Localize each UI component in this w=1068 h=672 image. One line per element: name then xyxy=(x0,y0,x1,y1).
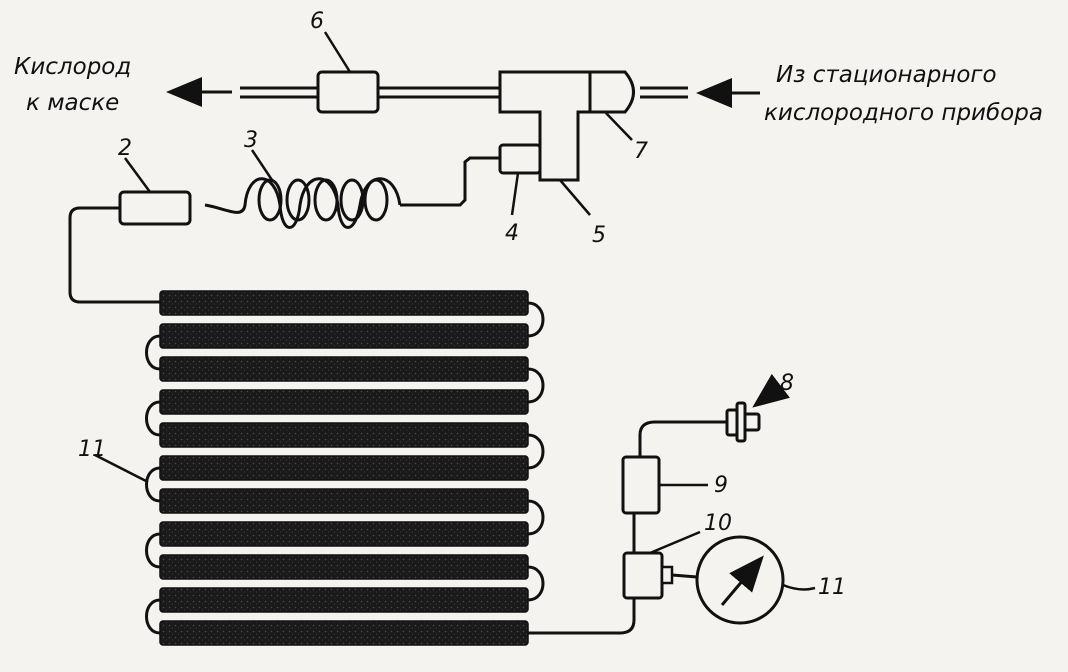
callout-11: 11 xyxy=(818,575,846,600)
leader-5 xyxy=(559,179,591,216)
bar-7 xyxy=(159,488,529,514)
captions: Кислород к маске Из стационарного кислор… xyxy=(14,54,1043,126)
tube-2-to-serpentine xyxy=(68,206,160,304)
outlet-caption-line1: Кислород xyxy=(14,54,131,80)
callout-numbers: 6 2 3 4 5 7 8 9 10 11 11 xyxy=(78,9,846,600)
callout-1: 11 xyxy=(78,437,106,462)
tube-10-to-gauge xyxy=(671,573,698,579)
arrow-8 xyxy=(752,373,790,408)
callout-8: 8 xyxy=(780,371,794,396)
bar-9 xyxy=(159,554,529,580)
callout-2: 2 xyxy=(118,136,132,161)
bar-11 xyxy=(159,620,529,646)
component-9-box xyxy=(621,455,661,515)
component-10-box xyxy=(622,551,664,600)
serpentine-bends xyxy=(145,301,545,635)
inlet-caption-line1: Из стационарного xyxy=(776,62,997,88)
leader-6 xyxy=(323,31,352,73)
leader-4 xyxy=(510,172,520,216)
tube-9-to-8 xyxy=(638,420,728,457)
callout-5: 5 xyxy=(592,223,606,248)
component-2-box xyxy=(118,190,192,226)
callout-9: 9 xyxy=(714,473,728,498)
component-8-inlet xyxy=(725,401,761,443)
coil-3 xyxy=(204,177,402,229)
bar-10 xyxy=(159,587,529,613)
gauge-11 xyxy=(695,535,785,625)
gauge-dial xyxy=(695,535,785,625)
leader-7 xyxy=(604,111,633,141)
leader-1 xyxy=(94,453,149,484)
callout-4: 4 xyxy=(505,221,519,246)
leader-2 xyxy=(123,157,152,193)
gauge-needle-icon xyxy=(720,555,764,606)
outlet-caption-line2: к маске xyxy=(26,90,119,116)
tube-serpentine-to-branch xyxy=(528,598,636,635)
inlet-line xyxy=(640,86,688,99)
callout-7: 7 xyxy=(634,139,648,164)
bar-8 xyxy=(159,521,529,547)
serpentine-bars xyxy=(159,290,529,646)
tube-4-to-coil xyxy=(400,156,500,207)
component-4-box xyxy=(498,143,542,175)
coil-3-loops xyxy=(257,178,389,222)
component-10-tip xyxy=(660,565,674,585)
leader-3 xyxy=(250,149,274,181)
leader-11 xyxy=(782,583,816,591)
bar-1 xyxy=(159,290,529,316)
callout-3: 3 xyxy=(244,128,258,153)
bar-2 xyxy=(159,323,529,349)
bar-3 xyxy=(159,356,529,382)
outlet-line xyxy=(240,86,500,99)
component-6-box xyxy=(316,70,380,114)
bar-6 xyxy=(159,455,529,481)
inlet-caption-line2: кислородного прибора xyxy=(764,100,1043,126)
callout-6: 6 xyxy=(310,9,324,34)
leader-10 xyxy=(649,530,701,555)
valve-7 xyxy=(588,70,635,114)
callout-10: 10 xyxy=(704,511,732,536)
bar-4 xyxy=(159,389,529,415)
bar-5 xyxy=(159,422,529,448)
